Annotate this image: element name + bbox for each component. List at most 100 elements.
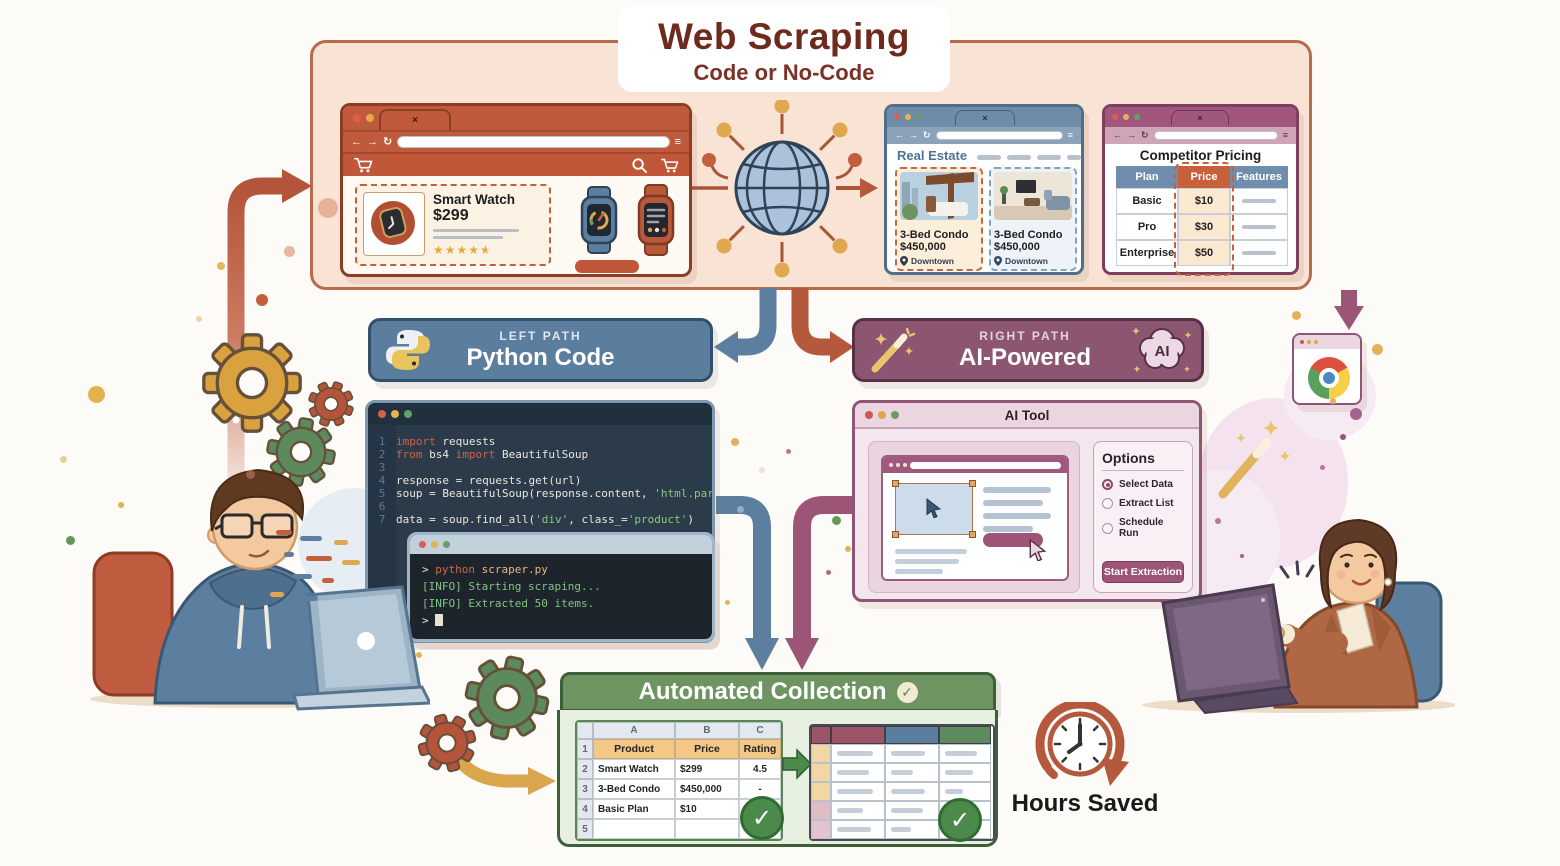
product-card[interactable]: Smart Watch $299 ★★★★★★ <box>355 184 551 266</box>
sheet-cell[interactable]: Basic Plan <box>593 799 675 819</box>
sheet-cell[interactable]: 3-Bed Condo <box>593 779 675 799</box>
listing-location: Downtown <box>1005 256 1048 266</box>
selection-handle[interactable] <box>892 480 899 487</box>
option-select-data[interactable]: Select Data <box>1102 479 1184 490</box>
shop-browser-tab[interactable]: × <box>379 109 451 130</box>
shop-url-field[interactable] <box>397 136 670 148</box>
terminal-command[interactable]: > python scraper.py <box>422 563 548 576</box>
search-icon[interactable] <box>631 157 648 174</box>
traffic-light-green-icon[interactable] <box>891 411 899 419</box>
pricing-browser-tab[interactable]: × <box>1171 109 1229 125</box>
refresh-icon[interactable]: ↻ <box>383 135 393 148</box>
selection-handle[interactable] <box>892 531 899 538</box>
listing-card[interactable]: 3-Bed Condo $450,000 Downtown <box>895 167 983 271</box>
features-cell <box>1230 214 1288 240</box>
traffic-light-yellow-icon[interactable] <box>878 411 886 419</box>
radio-icon[interactable] <box>1102 522 1113 534</box>
sheet-header-cell[interactable]: Rating <box>739 739 781 759</box>
traffic-light-red-icon[interactable] <box>353 114 361 122</box>
sheet-row-header[interactable]: 2 <box>577 759 593 779</box>
nav-link-placeholder <box>977 155 1001 160</box>
menu-icon[interactable]: ≡ <box>1282 130 1288 140</box>
traffic-light-red-icon[interactable] <box>894 114 900 120</box>
tab-close-icon[interactable]: × <box>982 112 988 123</box>
option-schedule-run[interactable]: Schedule Run <box>1102 517 1184 539</box>
refresh-icon[interactable]: ↻ <box>1141 130 1149 140</box>
start-extraction-button[interactable]: Start Extraction <box>1102 561 1184 583</box>
sheet-header-cell[interactable]: Price <box>675 739 739 759</box>
sheet-col-header[interactable]: B <box>675 722 739 739</box>
mini-page-button[interactable] <box>983 533 1043 547</box>
traffic-light-green-icon[interactable] <box>916 114 922 120</box>
traffic-light-red-icon[interactable] <box>419 541 426 548</box>
cart-icon[interactable] <box>353 156 373 174</box>
re-browser-tab[interactable]: × <box>955 109 1015 125</box>
sheet-cell[interactable]: 4.5 <box>739 759 781 779</box>
forward-icon[interactable]: → <box>1127 130 1136 140</box>
sheet-cell[interactable]: $299 <box>675 759 739 779</box>
re-url-field[interactable] <box>935 131 1063 140</box>
traffic-light-yellow-icon[interactable] <box>391 410 399 418</box>
right-path-eyebrow: RIGHT PATH <box>979 328 1071 343</box>
forward-icon[interactable]: → <box>367 135 378 148</box>
text-placeholder <box>983 487 1051 493</box>
rating-stars: ★★★★★★ <box>433 243 492 257</box>
sheet-cell[interactable]: $450,000 <box>675 779 739 799</box>
code-line[interactable]: 6 <box>378 500 386 513</box>
sheet-cell[interactable] <box>593 819 675 839</box>
title-card: Web Scraping Code or No-Code <box>618 6 950 92</box>
traffic-light-yellow-icon[interactable] <box>366 114 374 122</box>
traffic-light-red-icon[interactable] <box>1112 114 1118 120</box>
traffic-light-icon <box>1314 340 1318 344</box>
traffic-light-yellow-icon[interactable] <box>431 541 438 548</box>
listing-card[interactable]: 3-Bed Condo $450,000 Downtown <box>989 167 1077 271</box>
pricing-url-field[interactable] <box>1153 131 1278 140</box>
sheet-header-cell[interactable]: Product <box>593 739 675 759</box>
sheet-row-header[interactable]: 1 <box>577 739 593 759</box>
menu-icon[interactable]: ≡ <box>1067 130 1073 140</box>
sheet-row-header[interactable]: 4 <box>577 799 593 819</box>
back-icon[interactable]: ← <box>1113 130 1122 140</box>
sheet-cell[interactable] <box>675 819 739 839</box>
traffic-light-green-icon[interactable] <box>1134 114 1140 120</box>
traffic-light-yellow-icon[interactable] <box>1123 114 1129 120</box>
cart-icon[interactable] <box>660 157 679 174</box>
refresh-icon[interactable]: ↻ <box>923 130 931 140</box>
browser-tool-window <box>1292 333 1362 405</box>
sheet-row-header[interactable]: 3 <box>577 779 593 799</box>
right-path-title: AI-Powered <box>958 343 1092 371</box>
traffic-light-yellow-icon[interactable] <box>905 114 911 120</box>
option-extract-list[interactable]: Extract List <box>1102 498 1184 509</box>
forward-icon[interactable]: → <box>909 130 918 140</box>
sheet-col-header[interactable]: A <box>593 722 675 739</box>
tab-close-icon[interactable]: × <box>412 115 418 126</box>
summary-header <box>811 726 831 744</box>
traffic-light-red-icon[interactable] <box>378 410 386 418</box>
menu-icon[interactable]: ≡ <box>674 135 681 148</box>
back-icon[interactable]: ← <box>351 135 362 148</box>
selection-handle[interactable] <box>969 531 976 538</box>
sheet-cell[interactable]: Smart Watch <box>593 759 675 779</box>
back-icon[interactable]: ← <box>895 130 904 140</box>
sheet-col-header[interactable]: C <box>739 722 781 739</box>
traffic-light-red-icon[interactable] <box>865 411 873 419</box>
radio-icon[interactable] <box>1102 498 1113 509</box>
code-line[interactable]: 3 <box>378 461 386 474</box>
data-selection-box[interactable] <box>892 480 976 538</box>
gears-bottom <box>407 648 557 783</box>
sheet-select-all[interactable] <box>577 722 593 739</box>
traffic-light-icon <box>896 463 900 467</box>
tab-close-icon[interactable]: × <box>1197 112 1203 123</box>
sheet-cell[interactable]: $10 <box>675 799 739 819</box>
sheet-row-header[interactable]: 5 <box>577 819 593 839</box>
selection-handle[interactable] <box>969 480 976 487</box>
terminal-prompt[interactable]: > <box>422 613 444 628</box>
shop-cta-button[interactable] <box>575 260 639 273</box>
radio-selected-icon[interactable] <box>1102 479 1113 490</box>
traffic-light-green-icon[interactable] <box>404 410 412 418</box>
